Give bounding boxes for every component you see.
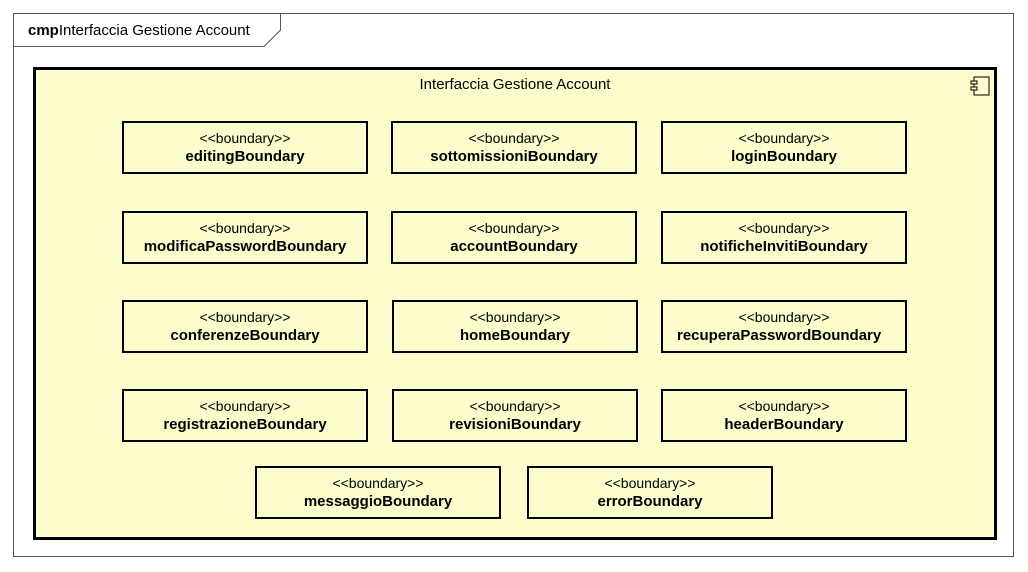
stereotype-label: <<boundary>> (469, 398, 561, 414)
stereotype-label: <<boundary>> (738, 220, 830, 236)
boundary-name: modificaPasswordBoundary (143, 238, 347, 255)
boundary-name: loginBoundary (731, 148, 837, 165)
component-interfaccia-gestione-account[interactable]: Interfaccia Gestione Account (33, 67, 997, 540)
boundary-name: messaggioBoundary (303, 493, 453, 510)
stereotype-label: <<boundary>> (604, 475, 696, 491)
boundary-name: sottomissioniBoundary (430, 148, 598, 165)
boundary-error[interactable]: <<boundary>> errorBoundary (527, 466, 773, 519)
stereotype-label: <<boundary>> (468, 220, 560, 236)
boundary-sottomissioni[interactable]: <<boundary>> sottomissioniBoundary (391, 121, 637, 174)
boundary-login[interactable]: <<boundary>> loginBoundary (661, 121, 907, 174)
boundary-notifiche-inviti[interactable]: <<boundary>> notificheInvitiBoundary (661, 211, 907, 264)
boundary-header[interactable]: <<boundary>> headerBoundary (661, 389, 907, 442)
boundary-name: errorBoundary (597, 493, 703, 510)
frame-name: Interfaccia Gestione Account (58, 22, 250, 39)
boundary-editing[interactable]: <<boundary>> editingBoundary (122, 121, 368, 174)
stereotype-label: <<boundary>> (468, 130, 560, 146)
boundary-recupera-password[interactable]: <<boundary>> recuperaPasswordBoundary (661, 300, 907, 353)
boundary-name: recuperaPasswordBoundary (677, 327, 882, 344)
frame-tab: cmpInterfaccia Gestione Account (14, 14, 281, 47)
boundary-conferenze[interactable]: <<boundary>> conferenzeBoundary (122, 300, 368, 353)
boundary-modifica-password[interactable]: <<boundary>> modificaPasswordBoundary (122, 211, 368, 264)
boundary-name: registrazioneBoundary (163, 416, 327, 433)
boundary-name: notificheInvitiBoundary (700, 238, 868, 255)
stereotype-label: <<boundary>> (738, 309, 830, 325)
stereotype-label: <<boundary>> (199, 398, 291, 414)
boundary-name: conferenzeBoundary (170, 327, 320, 344)
stereotype-label: <<boundary>> (199, 309, 291, 325)
boundary-account[interactable]: <<boundary>> accountBoundary (391, 211, 637, 264)
diagram-frame: cmpInterfaccia Gestione Account (13, 13, 1014, 557)
stereotype-label: <<boundary>> (199, 130, 291, 146)
boundary-home[interactable]: <<boundary>> homeBoundary (392, 300, 638, 353)
frame-title: cmpInterfaccia Gestione Account (28, 22, 250, 39)
stereotype-label: <<boundary>> (332, 475, 424, 491)
boundary-name: accountBoundary (450, 238, 578, 255)
boundary-name: editingBoundary (185, 148, 305, 165)
stereotype-label: <<boundary>> (738, 130, 830, 146)
stereotype-label: <<boundary>> (738, 398, 830, 414)
boundary-name: revisioniBoundary (449, 416, 581, 433)
boundary-name: homeBoundary (459, 327, 570, 344)
boundary-messaggio[interactable]: <<boundary>> messaggioBoundary (255, 466, 501, 519)
boundary-revisioni[interactable]: <<boundary>> revisioniBoundary (392, 389, 638, 442)
boundary-name: headerBoundary (724, 416, 844, 433)
component-icon (970, 76, 990, 96)
boundary-registrazione[interactable]: <<boundary>> registrazioneBoundary (122, 389, 368, 442)
frame-tab-outline (14, 14, 281, 47)
component-title: Interfaccia Gestione Account (419, 76, 611, 93)
stereotype-label: <<boundary>> (469, 309, 561, 325)
stereotype-label: <<boundary>> (199, 220, 291, 236)
frame-keyword: cmp (28, 22, 59, 39)
